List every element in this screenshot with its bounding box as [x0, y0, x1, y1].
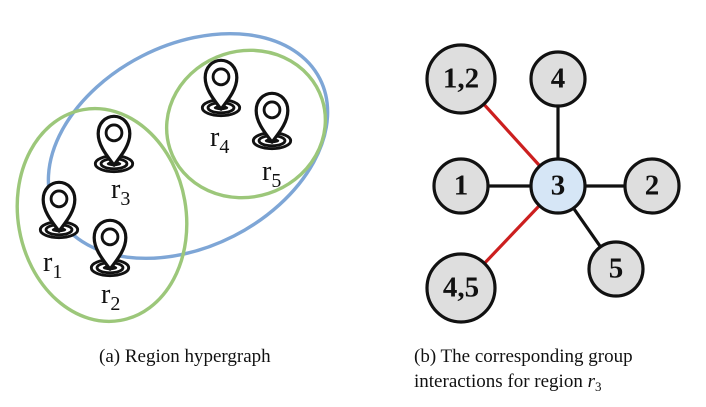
node-2: 2	[623, 157, 681, 215]
location-pin-icon-r4	[200, 58, 242, 118]
region-label-r1: r1	[43, 247, 62, 283]
caption-b-prefix: interactions for region	[414, 371, 588, 392]
panel-a-hypergraph: r4 r5 r3 r1 r2	[15, 31, 330, 324]
region-label-r3: r3	[111, 174, 130, 210]
node-label-2: 2	[645, 170, 660, 202]
node-5: 5	[587, 240, 645, 298]
node-group-4-5: 4,5	[425, 252, 497, 324]
caption-b-region-subscript: 3	[595, 379, 602, 394]
node-4: 4	[529, 50, 587, 108]
region-label-r4: r4	[210, 122, 229, 158]
location-pin-icon-r1	[38, 180, 80, 240]
caption-panel-b: (b) The corresponding group interactions…	[414, 344, 633, 399]
location-pin-icon-r2	[89, 218, 131, 278]
node-label-3: 3	[551, 170, 566, 202]
caption-b-line-1: (b) The corresponding group	[414, 346, 633, 367]
panel-b-group-interactions: 1,2 4 1 3 2 4,5	[425, 43, 681, 324]
location-pin-icon-r3	[93, 114, 135, 174]
node-label-4: 4	[551, 63, 566, 95]
caption-panel-a: (a) Region hypergraph	[99, 346, 271, 367]
node-label-4-5: 4,5	[443, 272, 479, 304]
node-3-center: 3	[529, 157, 587, 215]
blue-hyperedge	[46, 31, 330, 261]
region-label-r2: r2	[101, 279, 120, 315]
node-group-1-2: 1,2	[425, 43, 497, 115]
caption-b-region-variable: r	[587, 371, 595, 392]
node-label-1-2: 1,2	[443, 63, 479, 95]
node-label-1: 1	[454, 170, 469, 202]
region-label-r5: r5	[262, 156, 281, 192]
location-pin-icon-r5	[251, 91, 293, 151]
node-label-5: 5	[609, 253, 624, 285]
caption-b-line-2: interactions for region r3	[414, 369, 633, 399]
green-hyperedge-left	[15, 106, 189, 324]
green-hyperedge-right	[164, 48, 328, 200]
node-1: 1	[432, 157, 490, 215]
